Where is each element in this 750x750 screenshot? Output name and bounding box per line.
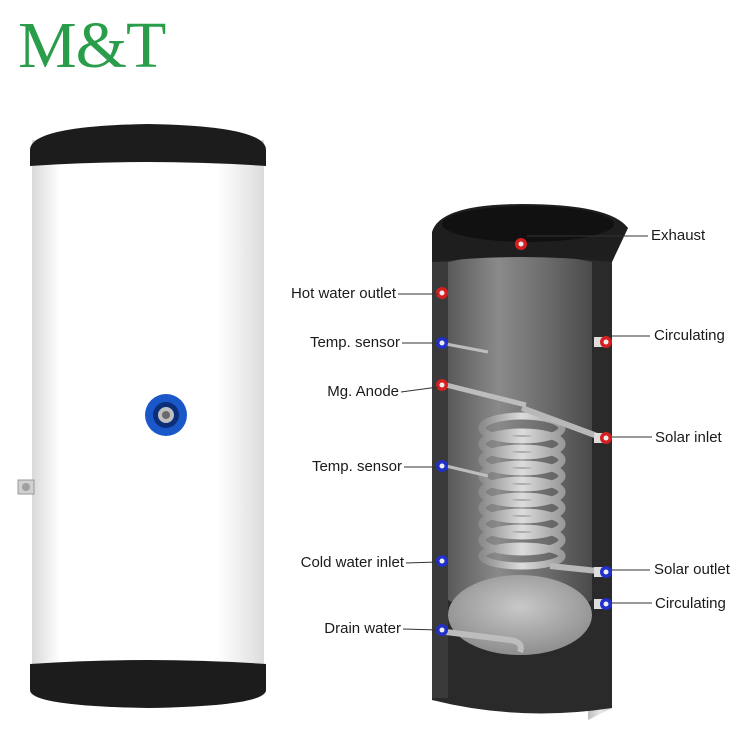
label-solar-outlet: Solar outlet (654, 561, 730, 579)
label-temp-sensor-top: Temp. sensor (280, 334, 400, 352)
tank-bottom-cap (30, 660, 266, 708)
side-fitting (18, 480, 34, 494)
label-hot-water-outlet: Hot water outlet (270, 285, 396, 303)
tank-top-cap (30, 124, 266, 166)
label-cold-water-inlet: Cold water inlet (270, 554, 404, 572)
port-cold-water-inlet (436, 555, 448, 567)
label-drain-water: Drain water (280, 620, 401, 638)
port-mg-anode (436, 379, 448, 391)
front-inlet-port (145, 394, 187, 436)
tank-exterior (18, 124, 266, 708)
label-exhaust: Exhaust (651, 227, 705, 245)
port-temp-sensor-bottom (436, 460, 448, 472)
label-temp-sensor-bottom: Temp. sensor (280, 458, 402, 476)
port-circulating-top (594, 336, 612, 348)
port-hot-water-outlet (436, 287, 448, 299)
port-exhaust (515, 238, 527, 250)
label-circulating-bottom: Circulating (655, 595, 726, 613)
label-circulating-top: Circulating (654, 327, 725, 345)
port-solar-inlet (594, 432, 612, 444)
port-circulating-bottom (594, 598, 612, 610)
port-solar-outlet (594, 566, 612, 578)
label-solar-inlet: Solar inlet (655, 429, 722, 447)
tank-cutaway (432, 204, 628, 720)
label-mg-anode: Mg. Anode (280, 383, 399, 401)
